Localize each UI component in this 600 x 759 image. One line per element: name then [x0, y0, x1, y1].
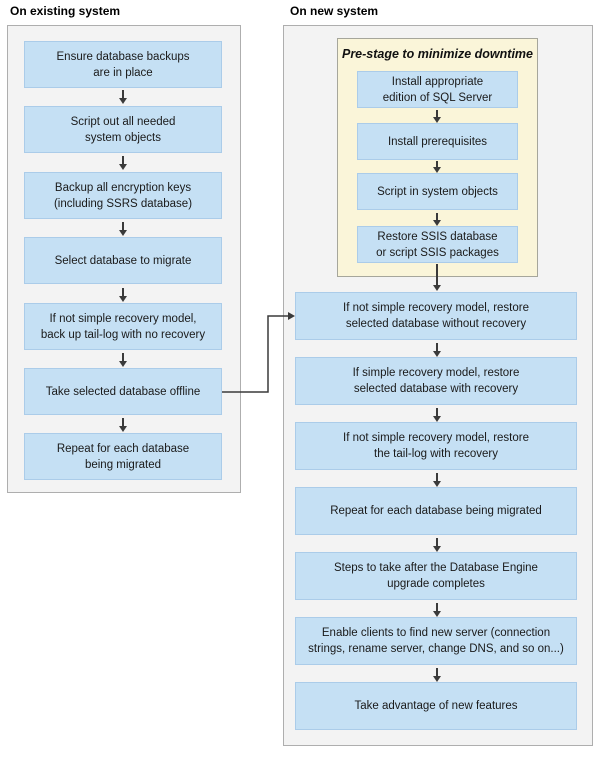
flow-step-restore-with-recovery: If simple recovery model, restore select… — [295, 357, 577, 405]
down-arrow-icon — [119, 288, 127, 302]
down-arrow-icon — [433, 213, 441, 226]
down-arrow-icon — [433, 408, 441, 422]
down-arrow-icon — [119, 418, 127, 432]
flow-step-restore-taillog: If not simple recovery model, restore th… — [295, 422, 577, 470]
flow-step-script-in-objects: Script in system objects — [357, 173, 518, 210]
flow-step-restore-without-recovery: If not simple recovery model, restore se… — [295, 292, 577, 340]
down-arrow-icon — [433, 603, 441, 617]
flow-step-script-out-objects: Script out all needed system objects — [24, 106, 222, 153]
flow-step-new-features: Take advantage of new features — [295, 682, 577, 730]
flow-step-backup-encryption-keys: Backup all encryption keys (including SS… — [24, 172, 222, 219]
flow-step-install-prerequisites: Install prerequisites — [357, 123, 518, 160]
flow-step-install-sql-server: Install appropriate edition of SQL Serve… — [357, 71, 518, 108]
flow-step-select-database: Select database to migrate — [24, 237, 222, 284]
down-arrow-icon — [119, 90, 127, 104]
flow-step-take-offline: Take selected database offline — [24, 368, 222, 415]
flow-step-repeat-existing: Repeat for each database being migrated — [24, 433, 222, 480]
down-arrow-icon — [433, 161, 441, 173]
down-arrow-icon — [433, 538, 441, 552]
prestage-title: Pre-stage to minimize downtime — [341, 47, 533, 61]
down-arrow-icon — [433, 110, 441, 123]
down-arrow-icon — [119, 222, 127, 236]
flow-step-enable-clients: Enable clients to find new server (conne… — [295, 617, 577, 665]
down-arrow-icon — [433, 473, 441, 487]
down-arrow-icon — [119, 156, 127, 170]
flow-step-post-upgrade-steps: Steps to take after the Database Engine … — [295, 552, 577, 600]
right-column-title: On new system — [290, 4, 379, 18]
flow-step-repeat-new: Repeat for each database being migrated — [295, 487, 577, 535]
down-arrow-icon — [433, 668, 441, 682]
left-column-title: On existing system — [10, 4, 121, 18]
flow-step-ensure-backups: Ensure database backups are in place — [24, 41, 222, 88]
down-arrow-icon — [433, 343, 441, 357]
down-arrow-icon — [433, 264, 441, 291]
down-arrow-icon — [119, 353, 127, 367]
flow-step-restore-ssis: Restore SSIS database or script SSIS pac… — [357, 226, 518, 263]
flow-step-backup-taillog: If not simple recovery model, back up ta… — [24, 303, 222, 350]
cross-panel-connector-arrow — [222, 312, 295, 393]
